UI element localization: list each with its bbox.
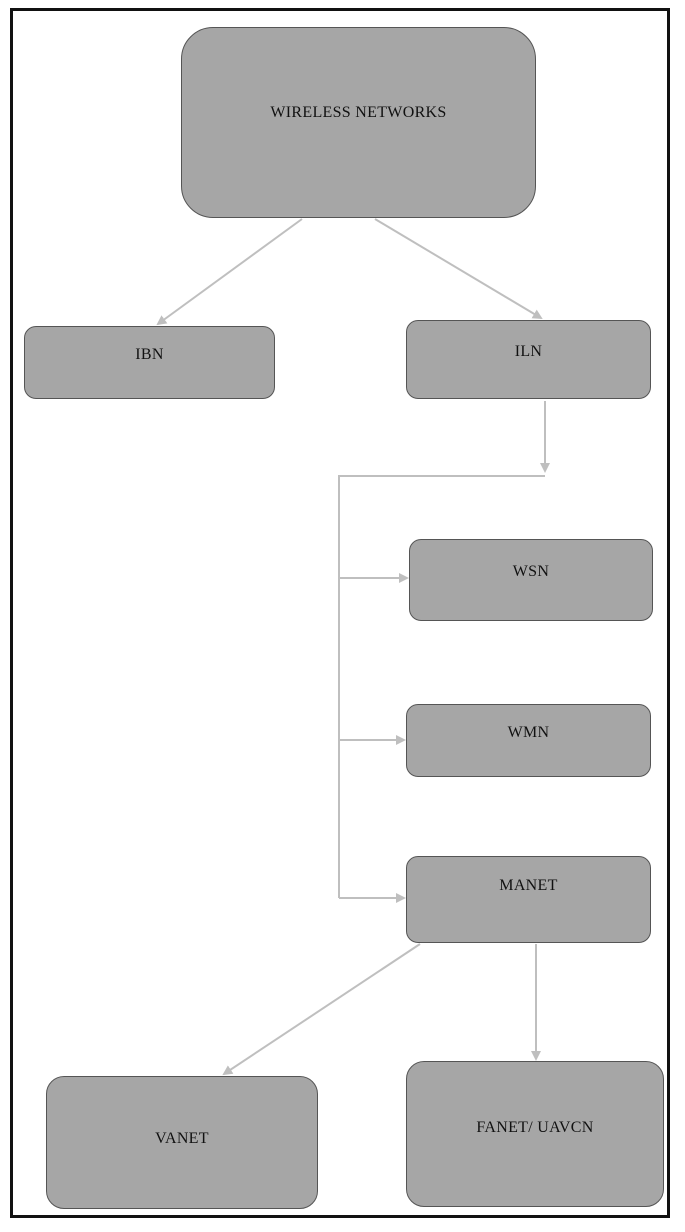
diagram-frame bbox=[10, 8, 670, 1218]
node-ibn: IBN bbox=[24, 326, 275, 399]
node-wmn-label: WMN bbox=[507, 723, 550, 741]
node-iln: ILN bbox=[406, 320, 651, 399]
node-wsn: WSN bbox=[409, 539, 653, 621]
node-manet-label: MANET bbox=[499, 876, 558, 894]
edge-root-to-iln bbox=[374, 218, 543, 320]
node-ibn-label: IBN bbox=[135, 345, 164, 363]
edge-root-to-ibn bbox=[156, 218, 303, 326]
node-wireless-networks-label: WIRELESS NETWORKS bbox=[270, 103, 447, 121]
node-manet: MANET bbox=[406, 856, 651, 943]
node-vanet-label: VANET bbox=[155, 1129, 209, 1147]
edge-manet-to-vanet bbox=[222, 943, 421, 1076]
node-fanet-uavcn-label: FANET/ UAVCN bbox=[476, 1119, 594, 1136]
node-wsn-label: WSN bbox=[512, 563, 550, 580]
edge-iln-bus bbox=[338, 475, 545, 898]
node-wireless-networks: WIRELESS NETWORKS bbox=[181, 27, 536, 218]
node-wmn: WMN bbox=[406, 704, 651, 777]
node-iln-label: ILN bbox=[514, 342, 543, 360]
node-vanet: VANET bbox=[46, 1076, 318, 1209]
node-fanet-uavcn: FANET/ UAVCN bbox=[406, 1061, 664, 1207]
